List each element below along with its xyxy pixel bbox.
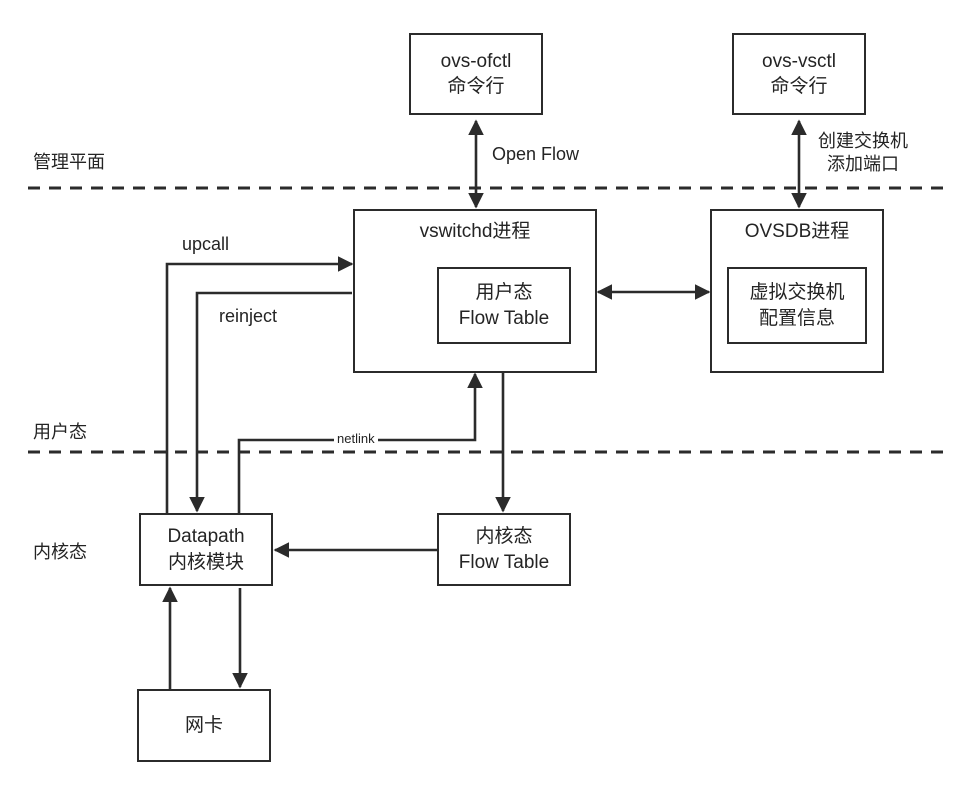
edge-label-netlink: netlink — [334, 431, 378, 448]
edge-upcall — [165, 256, 354, 513]
node-ovs-ofctl[interactable]: ovs-ofctl 命令行 — [409, 33, 543, 115]
node-datapath[interactable]: Datapath 内核模块 — [139, 513, 273, 586]
edge-reinject — [189, 291, 352, 513]
edge-label-create-switch: 创建交换机 添加端口 — [818, 131, 908, 175]
node-kernel-flow-table[interactable]: 内核态 Flow Table — [437, 513, 571, 586]
node-nic[interactable]: 网卡 — [137, 689, 271, 762]
node-user-flow-table[interactable]: 用户态 Flow Table — [437, 267, 571, 344]
node-switch-config[interactable]: 虚拟交换机 配置信息 — [727, 267, 867, 344]
edge-label-reinject: reinject — [219, 306, 278, 326]
layer-label-management-plane: 管理平面 — [33, 152, 105, 172]
layer-label-user-space: 用户态 — [33, 422, 87, 442]
layer-label-kernel-space: 内核态 — [33, 542, 87, 562]
edge-label-upcall: upcall — [182, 234, 230, 254]
node-ovs-vsctl[interactable]: ovs-vsctl 命令行 — [732, 33, 866, 115]
edge-label-open-flow: Open Flow — [492, 144, 580, 164]
